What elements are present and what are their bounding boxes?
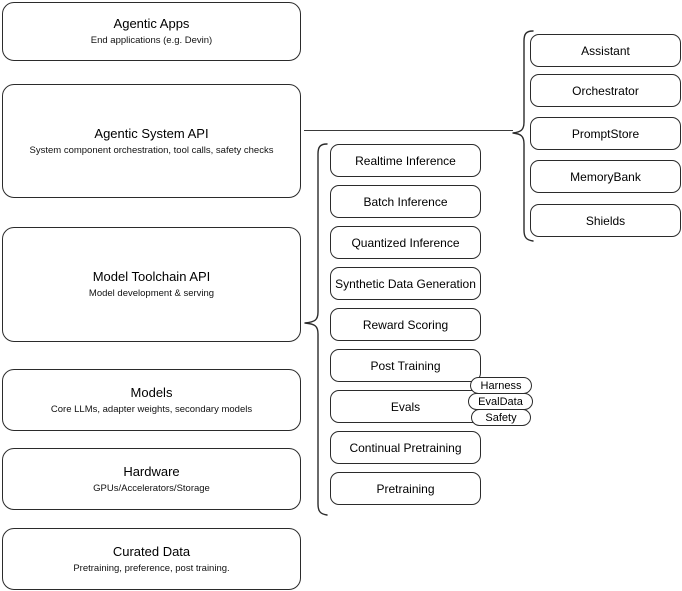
component-box-promptstore[interactable]: PromptStore <box>530 117 681 150</box>
capability-box-reward-scoring[interactable]: Reward Scoring <box>330 308 481 341</box>
layer-subtitle: End applications (e.g. Devin) <box>90 35 213 46</box>
layer-title: Agentic System API <box>94 125 209 141</box>
layer-box-curated-data[interactable]: Curated Data Pretraining, preference, po… <box>2 528 301 590</box>
capability-box-post-training[interactable]: Post Training <box>330 349 481 382</box>
capability-label: Synthetic Data Generation <box>335 276 476 291</box>
component-box-assistant[interactable]: Assistant <box>530 34 681 67</box>
layer-box-hardware[interactable]: Hardware GPUs/Accelerators/Storage <box>2 448 301 510</box>
component-box-memorybank[interactable]: MemoryBank <box>530 160 681 193</box>
capability-box-pretraining[interactable]: Pretraining <box>330 472 481 505</box>
capability-label: Batch Inference <box>363 194 448 209</box>
capability-box-evals[interactable]: Evals <box>330 390 481 423</box>
capability-label: Evals <box>390 399 421 414</box>
layer-title: Models <box>130 384 173 400</box>
capability-label: Pretraining <box>376 481 435 496</box>
component-label: Shields <box>585 213 626 228</box>
evals-badge-label: Safety <box>485 411 517 424</box>
evals-badge-safety[interactable]: Safety <box>471 409 531 426</box>
evals-badge-label: EvalData <box>478 395 523 408</box>
evals-badge-harness[interactable]: Harness <box>470 377 532 394</box>
connector-line-agentic-system-api-to-components <box>304 130 513 131</box>
component-label: PromptStore <box>571 126 640 141</box>
layer-title: Curated Data <box>112 543 191 559</box>
component-box-orchestrator[interactable]: Orchestrator <box>530 74 681 107</box>
brace-agentic-components <box>511 29 535 243</box>
component-label: Orchestrator <box>572 83 639 98</box>
capability-box-quantized-inference[interactable]: Quantized Inference <box>330 226 481 259</box>
capability-box-continual-pretraining[interactable]: Continual Pretraining <box>330 431 481 464</box>
evals-badge-evaldata[interactable]: EvalData <box>468 393 533 410</box>
component-box-shields[interactable]: Shields <box>530 204 681 237</box>
brace-model-toolchain-capabilities <box>303 142 329 517</box>
capability-label: Continual Pretraining <box>349 440 462 455</box>
capability-label: Reward Scoring <box>362 317 449 332</box>
layer-title: Hardware <box>123 463 180 479</box>
component-label: MemoryBank <box>570 169 641 184</box>
layer-title: Agentic Apps <box>113 16 190 31</box>
layer-box-models[interactable]: Models Core LLMs, adapter weights, secon… <box>2 369 301 431</box>
layer-subtitle: Core LLMs, adapter weights, secondary mo… <box>50 403 253 415</box>
capability-label: Realtime Inference <box>355 153 456 168</box>
capability-label: Quantized Inference <box>351 235 460 250</box>
capability-label: Post Training <box>370 358 441 373</box>
capability-box-batch-inference[interactable]: Batch Inference <box>330 185 481 218</box>
component-label: Assistant <box>581 43 630 58</box>
layer-title: Model Toolchain API <box>92 269 211 284</box>
layer-subtitle: System component orchestration, tool cal… <box>29 144 274 156</box>
layer-box-agentic-system-api[interactable]: Agentic System API System component orch… <box>2 84 301 198</box>
layer-box-agentic-apps[interactable]: Agentic Apps End applications (e.g. Devi… <box>2 2 301 61</box>
evals-badge-label: Harness <box>480 379 522 392</box>
layer-subtitle: GPUs/Accelerators/Storage <box>93 482 210 494</box>
layer-subtitle: Pretraining, preference, post training. <box>73 562 230 574</box>
layer-subtitle: Model development & serving <box>88 288 215 299</box>
layer-box-model-toolchain-api[interactable]: Model Toolchain API Model development & … <box>2 227 301 342</box>
capability-box-synthetic-data-generation[interactable]: Synthetic Data Generation <box>330 267 481 300</box>
capability-box-realtime-inference[interactable]: Realtime Inference <box>330 144 481 177</box>
